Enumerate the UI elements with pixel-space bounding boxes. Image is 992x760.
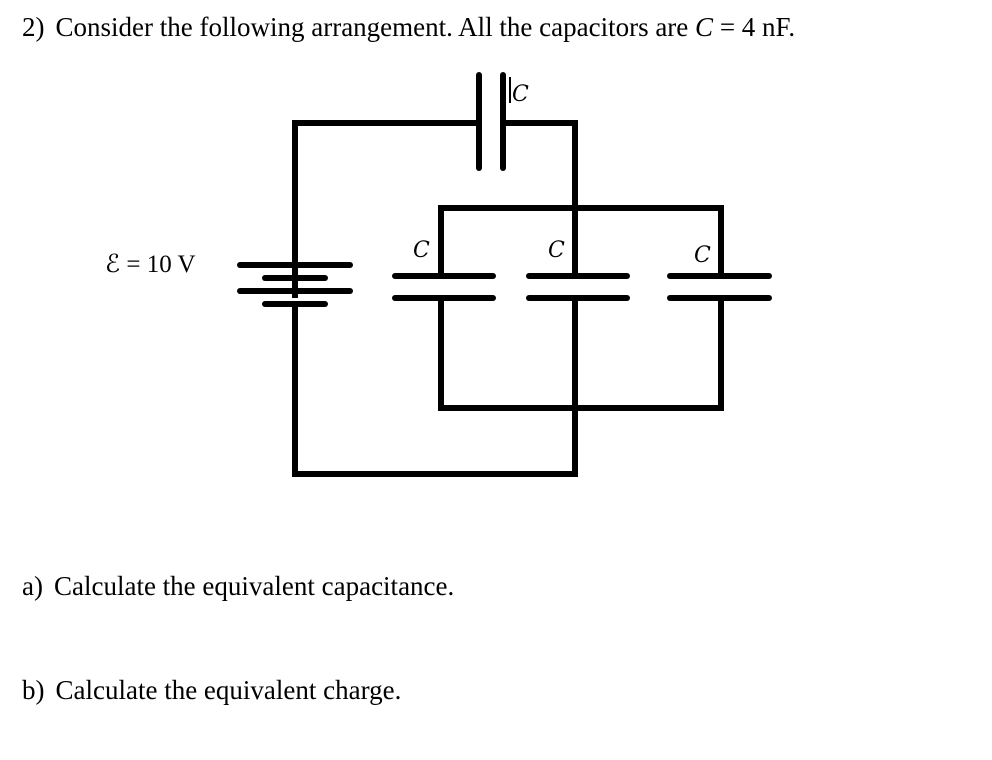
top-capacitor-label: C bbox=[512, 82, 529, 107]
problem-text: Consider the following arrangement. All … bbox=[55, 12, 689, 42]
circuit-diagram: C C C C ℰ = 10 V bbox=[105, 72, 772, 477]
cap3-label: C bbox=[694, 243, 711, 268]
part-a-text: Calculate the equivalent capacitance. bbox=[53, 571, 455, 601]
cap1-label: C bbox=[413, 238, 430, 263]
cap2-label: C bbox=[548, 238, 565, 263]
part-b: b) Calculate the equivalent charge. bbox=[22, 677, 401, 704]
part-a-letter: a) bbox=[22, 571, 43, 601]
part-b-letter: b) bbox=[22, 675, 45, 705]
wire-top-left bbox=[292, 120, 479, 298]
wire-top-right bbox=[503, 120, 578, 211]
part-a: a) Calculate the equivalent capacitance. bbox=[22, 573, 454, 600]
capacitance-value: 4 nF. bbox=[741, 12, 796, 42]
problem-statement: 2) Consider the following arrangement. Al… bbox=[22, 14, 795, 41]
problem-number: 2) bbox=[22, 12, 45, 42]
capacitance-symbol: C bbox=[695, 12, 714, 42]
emf-label: ℰ = 10 V bbox=[105, 251, 196, 278]
part-b-text: Calculate the equivalent charge. bbox=[55, 675, 402, 705]
wire-bottom-loop bbox=[292, 301, 578, 477]
equals-sign: = bbox=[719, 12, 736, 42]
